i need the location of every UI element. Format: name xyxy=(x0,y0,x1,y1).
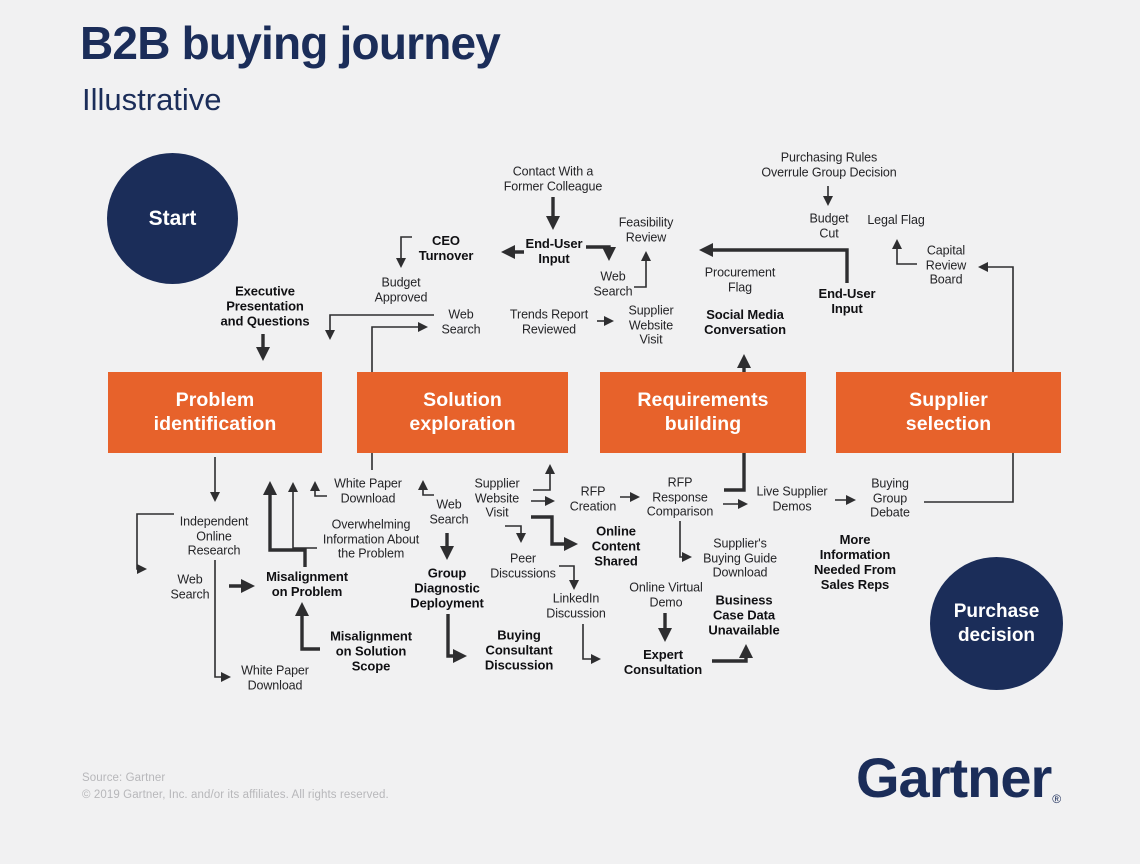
node-ceo-turnover: CEO Turnover xyxy=(418,232,474,263)
node-more-information-needed: More Information Needed From Sales Reps xyxy=(814,531,896,593)
stage-solution-exploration: Solution exploration xyxy=(357,372,568,453)
connector-line xyxy=(263,481,307,567)
node-online-content-shared: Online Content Shared xyxy=(591,523,641,569)
node-online-virtual-demo: Online Virtual Demo xyxy=(629,580,703,610)
node-supplier-website-visit-2: Supplier Website Visit xyxy=(474,476,520,520)
node-group-diagnostic-deployment: Group Diagnostic Deployment xyxy=(410,565,484,611)
connector-line xyxy=(533,464,555,491)
node-budget-approved: Budget Approved xyxy=(374,275,428,305)
connector-line xyxy=(310,481,327,497)
node-business-case-data-unavailable: Business Case Data Unavailable xyxy=(708,592,780,638)
node-overwhelming-information: Overwhelming Information About the Probl… xyxy=(322,517,420,561)
page-title: B2B buying journey xyxy=(80,17,501,69)
connector-line xyxy=(531,515,578,551)
node-white-paper-download-top: White Paper Download xyxy=(334,476,402,506)
node-independent-online-research: Independent Online Research xyxy=(179,514,249,558)
node-rfp-response-comparison: RFP Response Comparison xyxy=(646,475,714,519)
connector-line xyxy=(505,525,526,543)
node-purchasing-rules-overrule: Purchasing Rules Overrule Group Decision xyxy=(761,150,897,180)
node-web-search-top: Web Search xyxy=(593,269,633,299)
connector-line xyxy=(892,239,917,265)
connector-line xyxy=(559,565,579,590)
source-note: Source: Gartner xyxy=(82,772,166,784)
stage-requirements-building: Requirements building xyxy=(600,372,806,453)
connector-line xyxy=(136,513,174,574)
registered-trademark-icon: ® xyxy=(1052,792,1061,806)
connector-line xyxy=(396,236,412,268)
node-white-paper-download-bottom: White Paper Download xyxy=(241,663,309,693)
node-web-search-left: Web Search xyxy=(170,572,210,602)
connector-line xyxy=(214,560,231,682)
start-circle: Start xyxy=(107,153,238,284)
connector-line xyxy=(288,482,317,549)
stage-supplier-selection: Supplier selection xyxy=(836,372,1061,453)
node-web-search-2: Web Search xyxy=(441,307,481,337)
connector-line xyxy=(325,314,434,340)
purchase-decision-circle: Purchase decision xyxy=(930,557,1063,690)
connector-line xyxy=(586,245,616,261)
connector-line xyxy=(582,624,601,664)
node-misalignment-on-solution-scope: Misalignment on Solution Scope xyxy=(330,628,412,674)
connector-line xyxy=(679,521,692,562)
node-supplier-website-visit-1: Supplier Website Visit xyxy=(628,303,674,347)
gartner-logo: Gartner® xyxy=(856,750,1061,806)
connector-line xyxy=(712,644,753,663)
node-trends-report-reviewed: Trends Report Reviewed xyxy=(509,307,589,337)
node-suppliers-buying-guide-download: Supplier's Buying Guide Download xyxy=(703,536,777,580)
node-expert-consultation: Expert Consultation xyxy=(623,646,703,677)
node-buying-group-debate: Buying Group Debate xyxy=(870,476,910,520)
stage-problem-identification: Problem identification xyxy=(108,372,322,453)
connector-line xyxy=(295,602,320,651)
node-legal-flag: Legal Flag xyxy=(867,212,925,227)
node-end-user-input-2: End-User Input xyxy=(818,285,876,316)
node-web-search-mid: Web Search xyxy=(429,497,469,527)
node-live-supplier-demos: Live Supplier Demos xyxy=(756,484,828,514)
node-executive-presentation: Executive Presentation and Questions xyxy=(220,283,310,329)
node-buying-consultant-discussion: Buying Consultant Discussion xyxy=(484,627,554,673)
page-subtitle: Illustrative xyxy=(82,82,222,117)
node-misalignment-on-problem: Misalignment on Problem xyxy=(266,568,348,599)
node-peer-discussions: Peer Discussions xyxy=(490,551,556,581)
node-linkedin-discussion: LinkedIn Discussion xyxy=(546,591,606,621)
connector-line xyxy=(634,251,651,288)
node-feasibility-review: Feasibility Review xyxy=(618,215,674,245)
connector-line xyxy=(418,480,434,496)
node-budget-cut: Budget Cut xyxy=(809,211,849,241)
connector-line xyxy=(446,614,467,663)
node-procurement-flag: Procurement Flag xyxy=(704,265,776,295)
node-capital-review-board: Capital Review Board xyxy=(925,243,967,287)
node-social-media-conversation: Social Media Conversation xyxy=(704,306,786,337)
node-contact-with-former-colleague: Contact With a Former Colleague xyxy=(503,164,603,194)
node-rfp-creation: RFP Creation xyxy=(569,484,617,514)
node-end-user-input-1: End-User Input xyxy=(525,235,583,266)
gartner-logo-text: Gartner xyxy=(856,746,1052,809)
copyright-note: © 2019 Gartner, Inc. and/or its affiliat… xyxy=(82,789,389,801)
